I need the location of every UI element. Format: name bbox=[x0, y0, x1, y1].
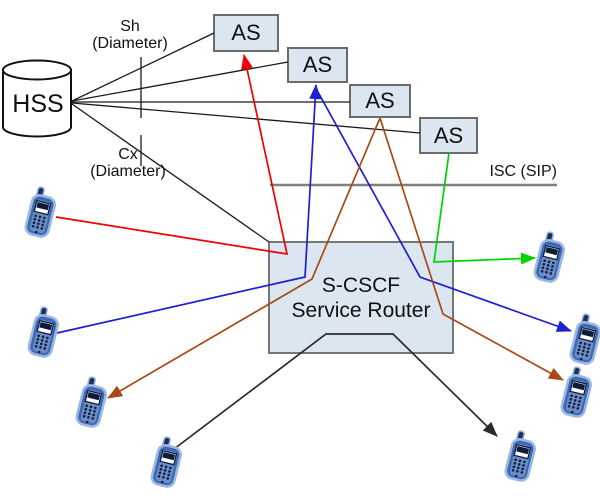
hss-as2-link bbox=[71, 61, 289, 102]
sh-interface-protocol: (Diameter) bbox=[92, 35, 168, 52]
as-label-1: AS bbox=[231, 20, 261, 45]
as-box-3 bbox=[349, 84, 411, 118]
phone-icon-6 bbox=[567, 311, 600, 367]
phone-icon-4 bbox=[148, 434, 186, 490]
sh-interface-name: Sh bbox=[120, 18, 140, 35]
blue-flow-line-down bbox=[317, 91, 572, 332]
green-flow-line bbox=[433, 152, 536, 265]
as-label-3: AS bbox=[365, 88, 395, 113]
interface-links bbox=[71, 32, 421, 243]
phone-icon-7 bbox=[558, 364, 596, 420]
as-label-2: AS bbox=[302, 52, 333, 77]
hss-cylinder-body bbox=[2, 69, 72, 138]
hss-cylinder-top bbox=[2, 59, 72, 81]
cx-interface-name: Cx bbox=[118, 146, 138, 163]
phone-icon-2 bbox=[25, 304, 63, 360]
hss-label: HSS bbox=[12, 90, 64, 118]
cx-interface-label: Cx (Diameter) bbox=[82, 146, 174, 180]
as-box-1 bbox=[213, 14, 279, 52]
brown-flow-line-right bbox=[379, 117, 564, 381]
hss-as4-link bbox=[71, 102, 421, 134]
scscf-label-line1: S-CSCF bbox=[321, 273, 401, 297]
hss-as1-link bbox=[71, 32, 215, 102]
brown-flow-line-left bbox=[107, 117, 381, 399]
phone-icon-8 bbox=[502, 428, 540, 484]
phone-icon-5 bbox=[531, 229, 569, 285]
blue-flow-line-up bbox=[56, 84, 322, 334]
cx-interface-protocol: (Diameter) bbox=[90, 163, 166, 180]
scscf-label: S-CSCF Service Router bbox=[269, 242, 453, 353]
signal-flows bbox=[55, 54, 572, 450]
sh-interface-label: Sh (Diameter) bbox=[84, 18, 176, 52]
isc-interface-label: ISC (SIP) bbox=[489, 163, 557, 180]
as-label-4: AS bbox=[433, 122, 464, 148]
phone-icon-3 bbox=[73, 374, 111, 430]
black-flow-line bbox=[173, 333, 498, 450]
scscf-label-line2: Service Router bbox=[291, 298, 431, 322]
as-box-2 bbox=[287, 47, 348, 83]
hss-scscf-cx-link bbox=[71, 103, 270, 243]
red-flow-line bbox=[55, 54, 289, 256]
phone-icon-1 bbox=[22, 184, 60, 240]
